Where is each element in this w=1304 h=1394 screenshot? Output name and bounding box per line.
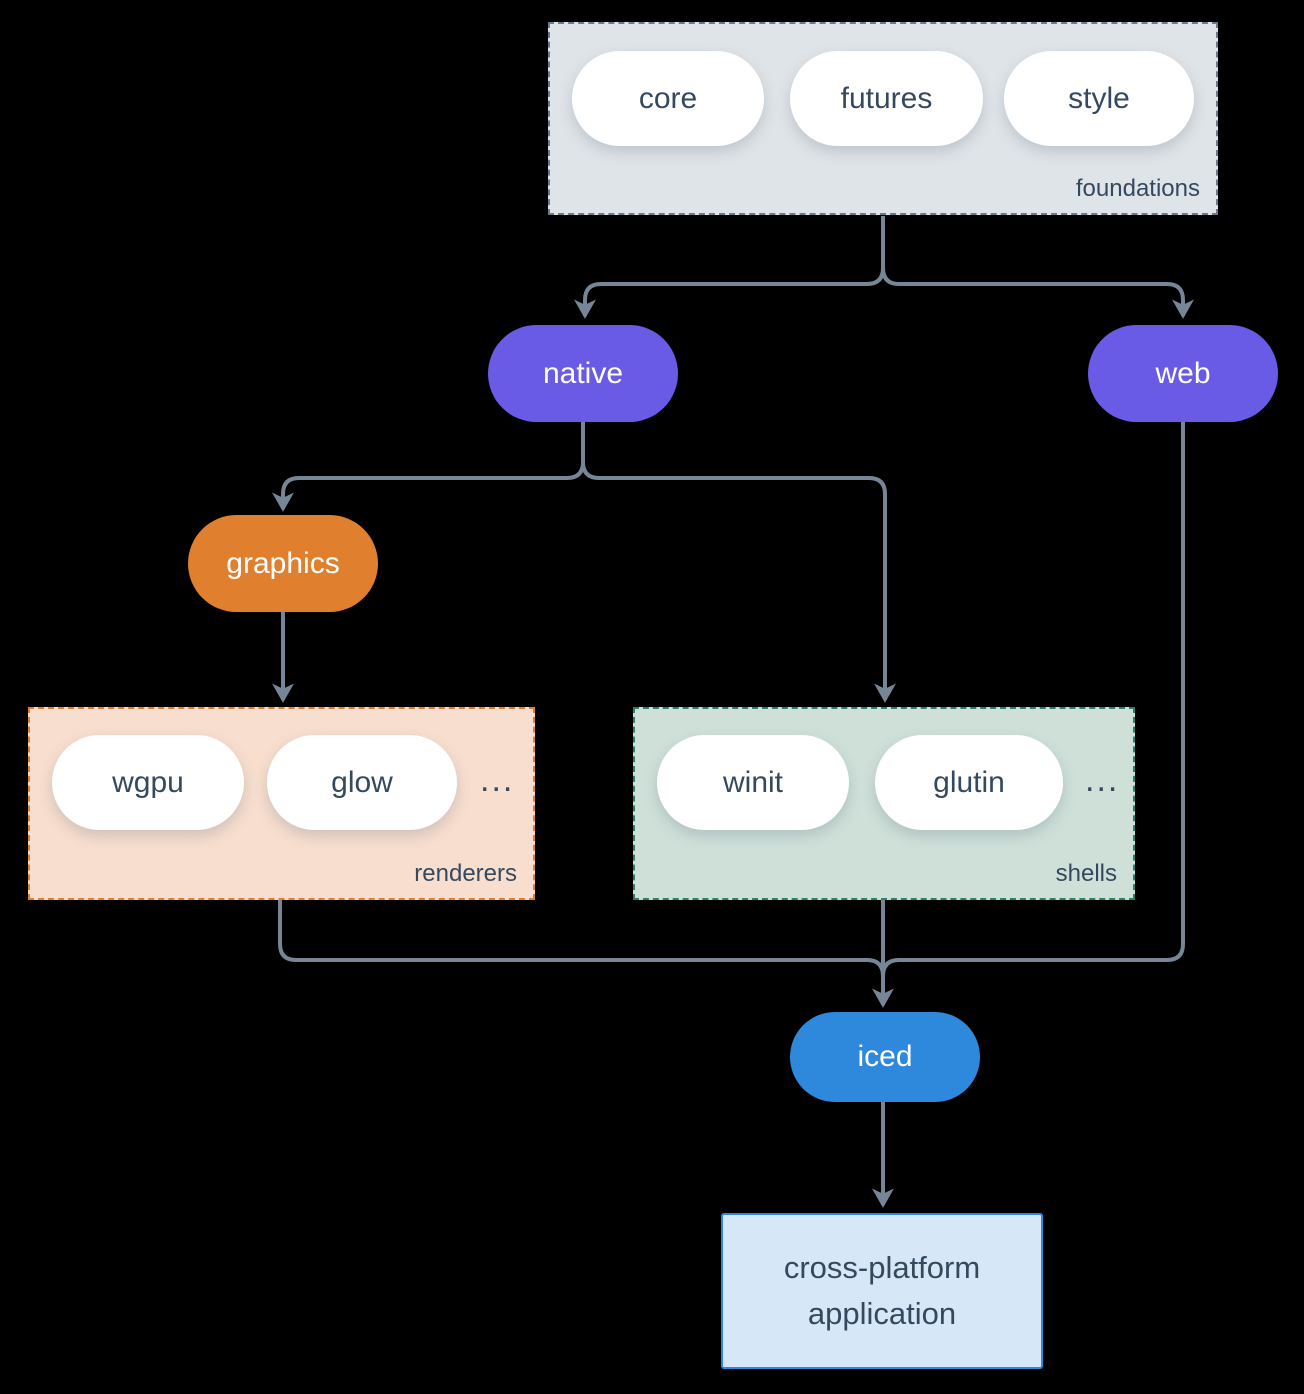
node-iced: iced xyxy=(790,1012,980,1102)
foundations-label: foundations xyxy=(1075,175,1200,202)
pill-glutin: glutin xyxy=(875,735,1063,830)
node-graphics: graphics xyxy=(188,515,378,612)
pill-core: core xyxy=(572,51,764,146)
foundations-group: core futures style foundations xyxy=(548,22,1218,215)
edge-foundations-web xyxy=(881,216,1194,319)
pill-style: style xyxy=(1004,51,1194,146)
renderers-ellipsis: ... xyxy=(480,761,515,799)
pill-wgpu: wgpu xyxy=(52,735,244,830)
renderers-label: renderers xyxy=(414,860,517,887)
node-native: native xyxy=(488,325,678,422)
application-box: cross-platform application xyxy=(721,1213,1043,1369)
edge-native-graphics xyxy=(272,422,585,512)
application-line1: cross-platform xyxy=(783,1250,981,1285)
edge-foundations-native xyxy=(574,216,885,319)
node-web: web xyxy=(1088,325,1278,422)
pill-glow: glow xyxy=(267,735,457,830)
shells-group: winit glutin ... shells xyxy=(633,707,1135,900)
edge-web-iced xyxy=(881,422,1185,990)
renderers-group: wgpu glow ... renderers xyxy=(28,707,535,900)
shells-ellipsis: ... xyxy=(1085,761,1120,799)
shells-label: shells xyxy=(1055,860,1117,887)
pill-winit: winit xyxy=(657,735,849,830)
edge-native-shells xyxy=(581,422,896,703)
application-line2: application xyxy=(807,1296,957,1331)
pill-futures: futures xyxy=(790,51,983,146)
edge-renderers-iced xyxy=(278,900,885,990)
